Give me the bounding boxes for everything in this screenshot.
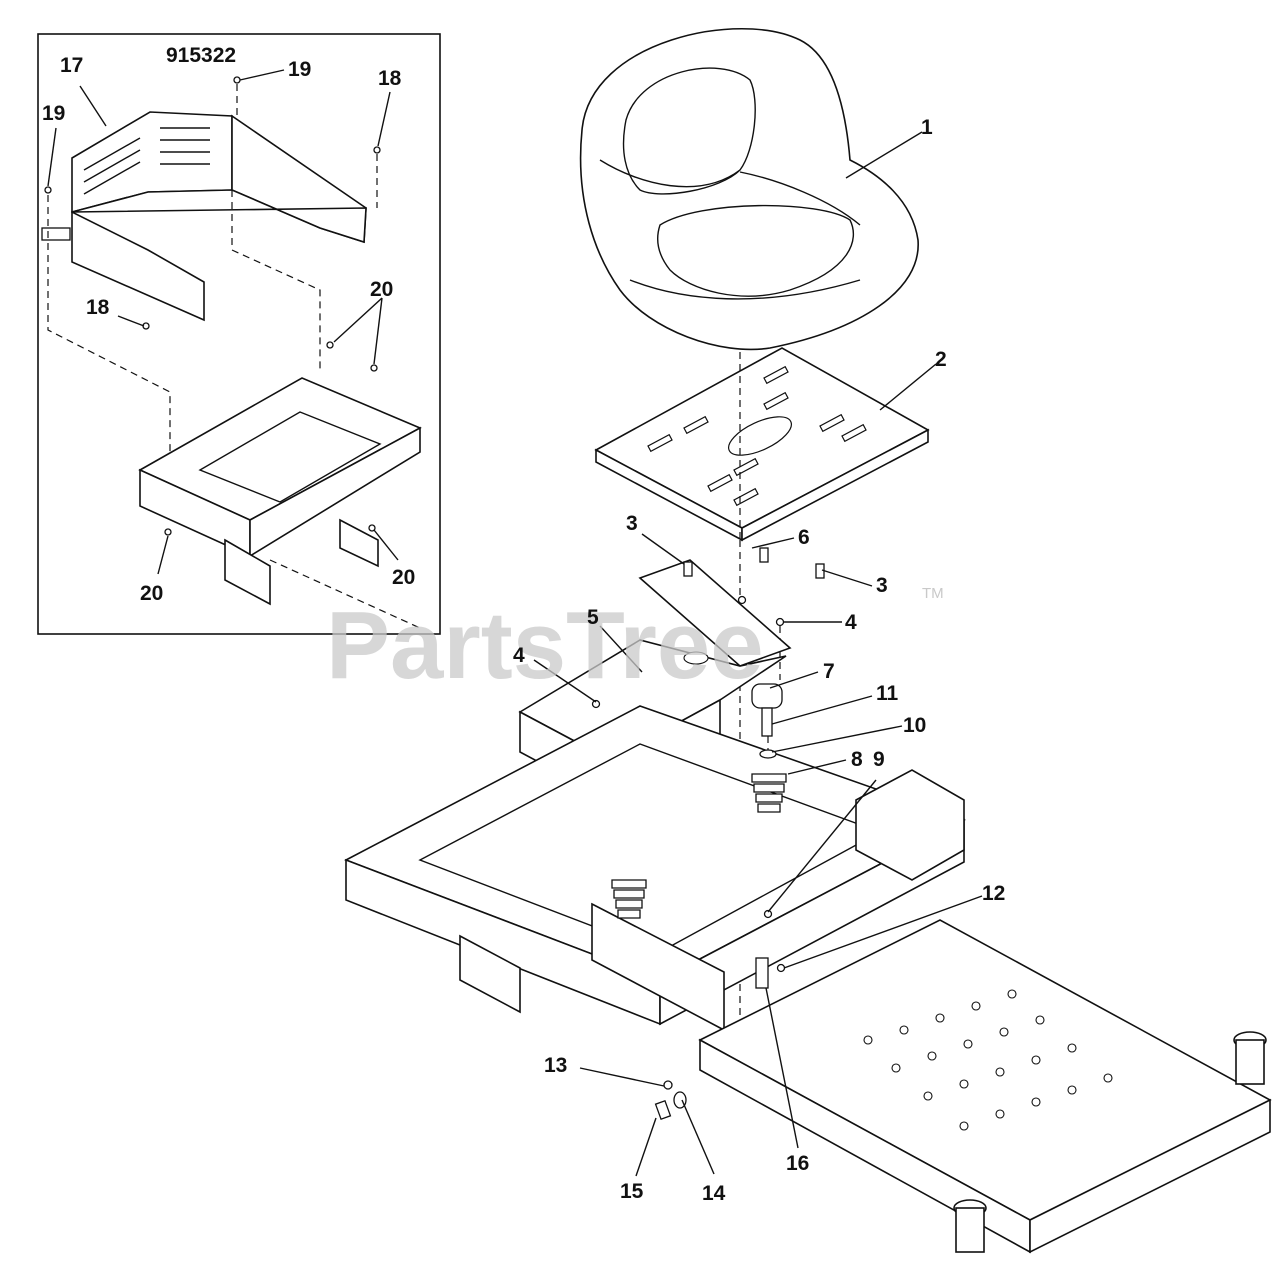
watermark: PartsTree TM	[326, 585, 944, 699]
seat-plate	[594, 347, 930, 542]
callout-14: 14	[702, 1182, 726, 1205]
callout-15: 15	[620, 1180, 644, 1203]
callout-18: 18	[86, 296, 110, 319]
callout-10: 10	[903, 714, 926, 737]
callout-17: 17	[60, 54, 83, 77]
inset-heat-shield	[41, 76, 381, 330]
callout-19: 19	[288, 58, 311, 81]
hardware-parts	[591, 547, 825, 1121]
callout-2: 2	[935, 348, 947, 371]
callout-16: 16	[786, 1152, 809, 1175]
inset-assembly-lines	[47, 84, 378, 470]
callout-18: 18	[378, 67, 402, 90]
callout-9: 9	[873, 748, 885, 771]
callout-3: 3	[876, 574, 888, 597]
seat	[579, 28, 919, 351]
callout-1: 1	[921, 116, 933, 139]
callout-13: 13	[544, 1054, 567, 1077]
callout-4: 4	[845, 611, 857, 634]
callout-labels: 1 2 3 3 4 4 5 6 7 8 9 10 11 12 13 14 15 …	[42, 54, 1005, 1205]
callout-7: 7	[823, 660, 835, 683]
callout-8: 8	[851, 748, 863, 771]
callout-19: 19	[42, 102, 65, 125]
callout-3: 3	[626, 512, 638, 535]
leader-lines	[47, 69, 983, 1177]
callout-6: 6	[798, 526, 810, 549]
callout-20: 20	[370, 278, 393, 301]
watermark-trademark: TM	[922, 585, 944, 602]
callout-5: 5	[587, 606, 599, 629]
watermark-text: PartsTree	[326, 592, 764, 699]
callout-20: 20	[392, 566, 415, 589]
callout-20: 20	[140, 582, 163, 605]
floor-pan-holes	[863, 989, 1113, 1131]
callout-11: 11	[876, 682, 899, 705]
callout-4: 4	[513, 644, 525, 667]
inset-part-code: 915322	[166, 44, 236, 67]
tractor-frame	[344, 705, 1272, 1254]
callout-12: 12	[982, 882, 1005, 905]
inset-frame-weldment	[138, 341, 422, 629]
